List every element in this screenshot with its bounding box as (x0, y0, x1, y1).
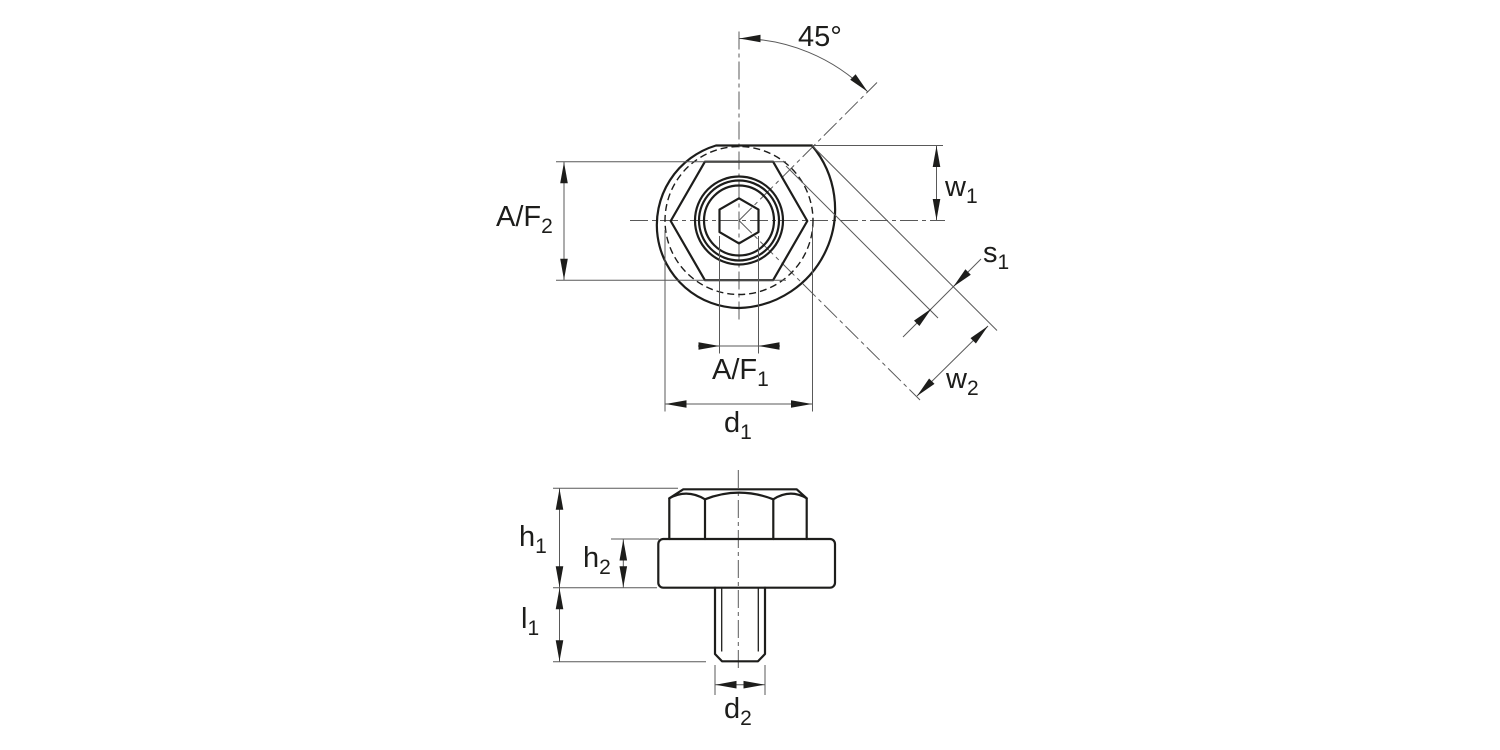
af1-arrowhead-right (758, 342, 780, 350)
dimension-h1: h1 (519, 487, 678, 589)
l1-arrowhead-bottom (555, 640, 564, 662)
dimension-l1: l1 (521, 587, 706, 663)
dimension-d2: d2 (714, 665, 766, 730)
s1-tangent-line (785, 165, 939, 319)
h2-arrowhead-top (619, 539, 628, 561)
counterbore-circle-inner (702, 184, 776, 257)
nominal-diameter-dashed-circle (664, 145, 814, 296)
dim-label-af2: A/F2 (496, 201, 553, 238)
hex-chamfer-arc-middle (703, 491, 775, 501)
s1-arrowhead-lower (914, 308, 932, 326)
hex-chamfer-arc-left (668, 492, 707, 501)
counterbore-circle-outer (693, 175, 785, 266)
dim-label-d1: d1 (724, 407, 752, 444)
dim-label-w2: w2 (945, 363, 979, 400)
angle-arrowhead-left (739, 34, 761, 43)
side-view (657, 470, 837, 668)
hex-head-side-outline (668, 488, 808, 541)
dim-label-s1: s1 (983, 237, 1009, 274)
dimension-d1: d1 (664, 226, 813, 444)
dim-label-d2: d2 (724, 693, 752, 730)
s1-leader-line (902, 258, 982, 338)
dimension-h2: h2 (583, 538, 659, 588)
s1-arrowhead-upper (953, 269, 971, 287)
dim-label-af1: A/F1 (712, 354, 769, 391)
d1-arrowhead-left (665, 400, 687, 408)
dimension-w2: w2 (916, 325, 989, 400)
dim-label-h2: h2 (583, 542, 611, 579)
dim-label-l1: l1 (521, 603, 539, 640)
af2-arrowhead-top (560, 162, 568, 184)
diagonal-centerline-down-right (738, 220, 921, 401)
dimension-angle-45: 45° (738, 21, 869, 93)
top-view (630, 31, 945, 401)
af2-arrowhead-bottom (560, 258, 568, 280)
w2-arrowhead-lower (917, 378, 935, 396)
dimension-w1: w1 (812, 145, 978, 221)
d2-arrowhead-right (743, 680, 765, 689)
w1-arrowhead-top (932, 146, 941, 167)
h1-arrowhead-top (555, 488, 564, 510)
counterbore-circle-middle (697, 179, 781, 262)
h2-arrowhead-bottom (619, 566, 628, 588)
d1-arrowhead-right (791, 400, 812, 408)
dimension-s1: s1 (785, 145, 1009, 338)
dim-label-45deg: 45° (798, 21, 842, 53)
h1-arrowhead-bottom (555, 566, 564, 588)
flange-side-outline (657, 537, 837, 589)
hex-chamfer-arc-right (772, 492, 808, 501)
w1-arrowhead-bottom (932, 199, 941, 220)
af1-arrowhead-left (698, 342, 720, 350)
w2-arrowhead-upper (970, 326, 988, 344)
dimension-af1: A/F1 (698, 236, 780, 391)
dimension-af2: A/F2 (496, 161, 786, 281)
collar-outline (655, 144, 837, 310)
angle-arrowhead-right (850, 74, 868, 92)
d2-arrowhead-left (715, 680, 737, 689)
hex-socket-outline (718, 197, 760, 245)
dim-label-h1: h1 (519, 521, 547, 558)
stud-outline (713, 586, 767, 663)
diagonal-centerline-45deg (738, 82, 878, 221)
l1-arrowhead-top (555, 588, 564, 610)
s1-lobe-tip-line (811, 145, 998, 331)
dim-label-w1: w1 (944, 171, 978, 208)
